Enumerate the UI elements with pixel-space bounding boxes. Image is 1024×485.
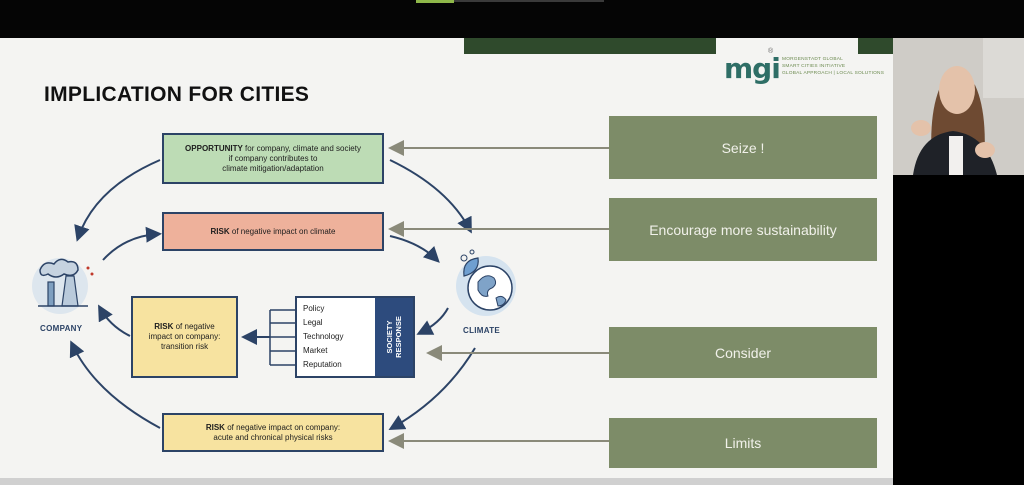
opportunity-text-2: if company contributes to <box>228 153 318 163</box>
transition-risk-text-2: impact on company: <box>148 332 221 341</box>
window-top-bar <box>0 0 1024 38</box>
society-response-box: Policy Legal Technology Market Reputatio… <box>295 296 415 378</box>
risk-climate-bold: RISK <box>210 226 230 236</box>
risk-climate-box: RISK of negative impact on climate <box>162 212 384 251</box>
society-response-line-2: RESPONSE <box>394 316 403 358</box>
top-indicator-track <box>454 0 604 2</box>
company-label: COMPANY <box>40 324 83 333</box>
society-response-panel: SOCIETY RESPONSE <box>375 298 413 376</box>
slide-title: IMPLICATION FOR CITIES <box>44 83 310 106</box>
policy-item: Legal <box>303 318 323 327</box>
slide-header-band-right <box>858 38 893 54</box>
policy-list: Policy Legal Technology Market Reputatio… <box>303 302 343 372</box>
opportunity-bold: OPPORTUNITY <box>185 143 243 153</box>
action-panel-encourage: Encourage more sustainability <box>609 198 877 261</box>
climate-label: CLIMATE <box>463 326 501 335</box>
policy-item: Market <box>303 346 328 355</box>
presenter-video <box>893 38 1024 175</box>
policy-item: Technology <box>303 332 344 341</box>
transition-risk-text-1: of negative <box>173 322 215 331</box>
opportunity-text-1: for company, climate and society <box>242 143 361 153</box>
action-panel-seize: Seize ! <box>609 116 877 179</box>
mgi-logo: mgi ® MORGENSTADT GLOBAL SMART CITIES IN… <box>724 48 884 88</box>
policy-item: Reputation <box>303 360 342 369</box>
physical-risk-text-2: acute and chronical physical risks <box>213 432 333 442</box>
physical-risk-text-1: of negative impact on company: <box>224 422 341 432</box>
diagram-connectors <box>69 140 609 449</box>
logo-line-3: GLOBAL APPROACH | LOCAL SOLUTIONS <box>782 71 885 76</box>
logo-mark: mgi <box>724 52 781 85</box>
slide-header-band <box>464 38 716 54</box>
society-response-label: SOCIETY RESPONSE <box>385 316 403 358</box>
bottom-strip <box>0 478 893 485</box>
factory-icon <box>32 258 94 314</box>
globe-leaf-icon <box>456 249 516 316</box>
presentation-slide: mgi ® MORGENSTADT GLOBAL SMART CITIES IN… <box>0 38 893 485</box>
opportunity-box: OPPORTUNITY for company, climate and soc… <box>162 133 384 184</box>
risk-climate-text: of negative impact on climate <box>229 226 336 236</box>
active-speaker-indicator <box>416 0 454 3</box>
logo-line-1: MORGENSTADT GLOBAL <box>782 57 843 62</box>
policy-item: Policy <box>303 304 325 313</box>
society-response-line-1: SOCIETY <box>385 320 394 354</box>
physical-risk-bold: RISK <box>205 422 225 432</box>
participant-video-tile[interactable] <box>893 38 1024 175</box>
physical-risk-box: RISK of negative impact on company: acut… <box>162 413 384 452</box>
transition-risk-bold: RISK <box>154 322 174 331</box>
action-panel-limits: Limits <box>609 418 877 468</box>
logo-line-2: SMART CITIES INITIATIVE <box>782 64 846 69</box>
transition-risk-box: RISK of negative impact on company: tran… <box>131 296 238 378</box>
action-panel-consider: Consider <box>609 327 877 378</box>
transition-risk-text-3: transition risk <box>160 342 209 351</box>
opportunity-text-3: climate mitigation/adaptation <box>222 163 324 173</box>
logo-registered: ® <box>768 48 774 55</box>
